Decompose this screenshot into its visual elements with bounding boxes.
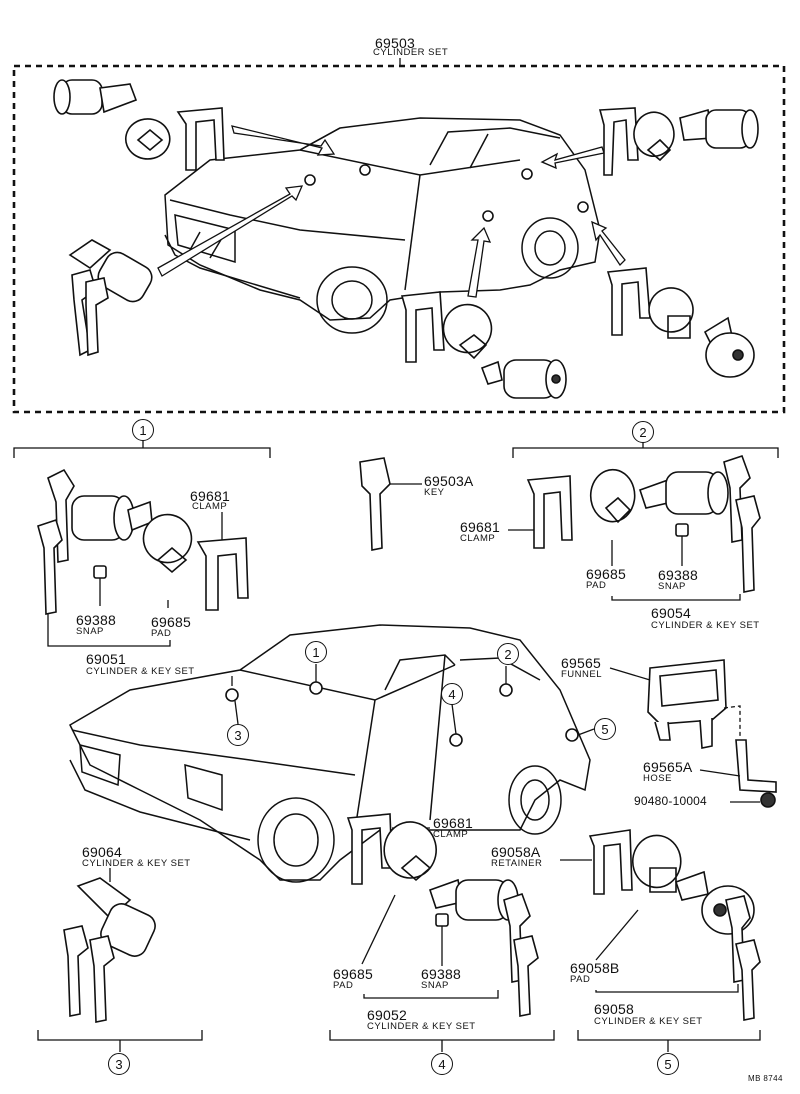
key-part (359, 457, 422, 551)
cylinder-set-number: 69503 (375, 35, 415, 51)
set5-number: 69058 (594, 1001, 634, 1017)
top-parts (53, 79, 759, 399)
pad5-name: PAD (570, 974, 591, 985)
bolt-number: 90480-10004 (634, 794, 707, 808)
group1-parts (37, 468, 249, 647)
retainer-number: 69058A (491, 844, 541, 860)
reference-code: MB 8744 (748, 1074, 783, 1083)
group-2-marker: 2 (632, 421, 654, 443)
top-car-illustration (164, 117, 601, 334)
clamp2-number: 69681 (460, 519, 500, 535)
clamp2-name: CLAMP (460, 533, 496, 544)
set2-name: CYLINDER & KEY SET (651, 620, 760, 631)
set1-number: 69051 (86, 651, 126, 667)
set2-number: 69054 (651, 605, 691, 621)
clamp4-number: 69681 (433, 815, 473, 831)
funnel-parts (609, 659, 777, 808)
group-brackets (13, 440, 779, 1052)
clamp4-name: CLAMP (433, 829, 469, 840)
middle-car-illustration (69, 624, 595, 883)
pad2-name: PAD (586, 580, 607, 591)
car-location-4: 4 (441, 683, 463, 705)
clamp1-number: 69681 (190, 488, 230, 504)
car-location-1: 1 (305, 641, 327, 663)
snap4-number: 69388 (421, 966, 461, 982)
top-arrows (157, 125, 626, 298)
pad1-name: PAD (151, 628, 172, 639)
hose-name: HOSE (643, 773, 672, 784)
key-name: KEY (424, 487, 445, 498)
group3-parts (63, 868, 156, 1023)
clamp1-name: CLAMP (192, 501, 228, 512)
set1-name: CYLINDER & KEY SET (86, 666, 195, 677)
car-location-3: 3 (227, 724, 249, 746)
group-5-marker: 5 (657, 1053, 679, 1075)
pad4-name: PAD (333, 980, 354, 991)
set4-name: CYLINDER & KEY SET (367, 1021, 476, 1032)
funnel-name: FUNNEL (561, 669, 603, 680)
set3-name: CYLINDER & KEY SET (82, 858, 191, 869)
snap2-number: 69388 (658, 567, 698, 583)
group-1-marker: 1 (132, 419, 154, 441)
set5-name: CYLINDER & KEY SET (594, 1016, 703, 1027)
car-location-5: 5 (594, 718, 616, 740)
cylinder-set-name: CYLINDER SET (373, 47, 449, 58)
pad5-number: 69058B (570, 960, 620, 976)
snap1-number: 69388 (76, 612, 116, 628)
group2-parts (508, 454, 761, 601)
snap4-name: SNAP (421, 980, 449, 991)
key-number: 69503A (424, 473, 474, 489)
group4-parts (346, 813, 539, 1017)
snap1-name: SNAP (76, 626, 104, 637)
group-4-marker: 4 (431, 1053, 453, 1075)
car-location-2: 2 (497, 643, 519, 665)
retainer-name: RETAINER (491, 858, 543, 869)
group5-parts (560, 829, 761, 1021)
pad1-number: 69685 (151, 614, 191, 630)
funnel-number: 69565 (561, 655, 601, 671)
group-3-marker: 3 (108, 1053, 130, 1075)
set4-number: 69052 (367, 1007, 407, 1023)
top-frame (12, 58, 786, 414)
pad2-number: 69685 (586, 566, 626, 582)
hose-number: 69565A (643, 759, 693, 775)
pad4-number: 69685 (333, 966, 373, 982)
snap2-name: SNAP (658, 581, 686, 592)
set3-number: 69064 (82, 844, 122, 860)
